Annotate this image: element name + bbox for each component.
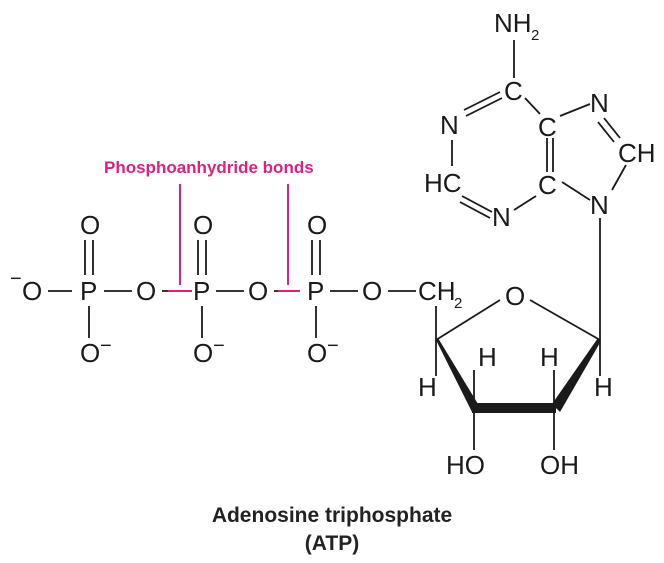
ribose-wedges <box>436 338 601 413</box>
double-oxygen-2-label: O <box>193 210 213 240</box>
bottom-oxygen-3-label: O <box>307 338 327 368</box>
amine-sub-label: 2 <box>531 27 539 44</box>
ch2-sub-label: 2 <box>454 295 462 312</box>
double-oxygen-3-label: O <box>307 210 327 240</box>
bridge-oxygen-2-label: O <box>248 276 268 306</box>
ribose-bonds <box>435 299 601 450</box>
ribose-atoms: CH 2 O H H H H HO OH <box>418 276 613 480</box>
bridge-oxygen-3-label: O <box>362 276 382 306</box>
ring-n1-label: N <box>440 110 459 140</box>
h-c4-label: H <box>418 372 437 402</box>
adenine-atoms: NH 2 N C C N CH HC N C N <box>424 8 656 232</box>
bottom-minus-2-label: − <box>213 335 225 357</box>
h-c3-label: H <box>478 342 497 372</box>
phosphorus-3-label: P <box>307 276 324 306</box>
adenine-bonds <box>451 40 627 340</box>
bottom-oxygen-1-label: O <box>80 338 100 368</box>
ring-n7-label: N <box>590 88 609 118</box>
ch2-label: CH <box>418 276 456 306</box>
ring-c5-label: C <box>538 112 557 142</box>
bottom-oxygen-2-label: O <box>193 338 213 368</box>
phosphoanhydride-markers <box>168 184 300 292</box>
ho-left-label: HO <box>446 450 485 480</box>
bottom-minus-1-label: − <box>100 335 112 357</box>
ring-n9-label: N <box>590 190 609 220</box>
double-oxygen-1-label: O <box>80 210 100 240</box>
ring-c6-label: C <box>504 76 523 106</box>
amine-n-label: NH <box>494 8 532 38</box>
phosphate-atoms: − O P P P O O O O O O O − O − O − <box>10 210 382 368</box>
ring-oxygen-label: O <box>505 281 525 311</box>
phosphate-bonds <box>48 240 416 338</box>
phosphorus-1-label: P <box>80 276 97 306</box>
phosphoanhydride-label: Phosphoanhydride bonds <box>104 158 314 177</box>
oh-right-label: OH <box>540 450 579 480</box>
caption-line-2: (ATP) <box>305 532 359 555</box>
h-c2-label: H <box>540 342 559 372</box>
ring-c2-label: HC <box>424 168 462 198</box>
ring-n3-label: N <box>492 202 511 232</box>
bridge-oxygen-1-label: O <box>136 276 156 306</box>
bottom-minus-3-label: − <box>327 335 339 357</box>
ring-c8-label: CH <box>618 138 656 168</box>
caption-line-1: Adenosine triphosphate <box>212 504 452 527</box>
left-oxygen-label: O <box>22 276 42 306</box>
h-c1-label: H <box>594 372 613 402</box>
ring-c4-label: C <box>538 170 557 200</box>
phosphorus-2-label: P <box>193 276 210 306</box>
left-minus-label: − <box>10 268 22 290</box>
